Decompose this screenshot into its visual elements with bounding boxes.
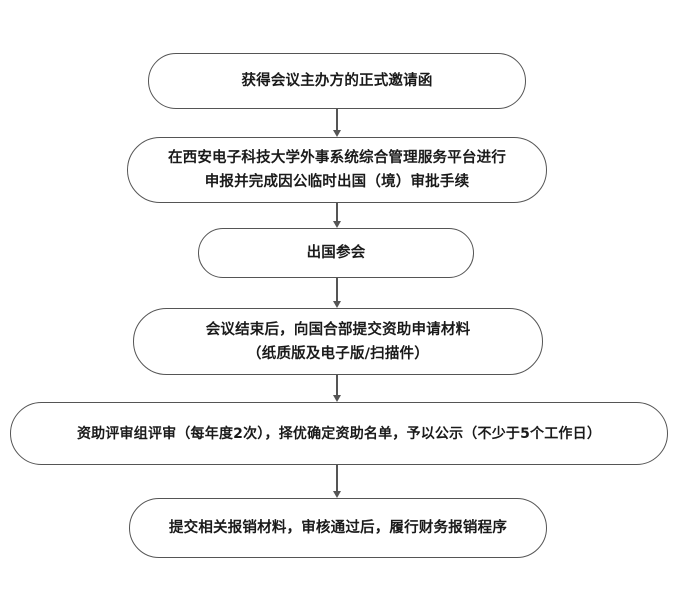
step-invitation-letter: 获得会议主办方的正式邀请函 <box>148 53 526 109</box>
step-submit-application: 会议结束后，向国合部提交资助申请材料 （纸质版及电子版/扫描件） <box>133 308 543 375</box>
connector-4-5 <box>336 375 338 397</box>
step-2-line-1: 在西安电子科技大学外事系统综合管理服务平台进行 <box>167 150 507 166</box>
step-review-and-publicity: 资助评审组评审（每年度2次），择优确定资助名单，予以公示（不少于5个工作日） <box>10 402 668 465</box>
connector-3-4 <box>336 278 338 303</box>
arrowhead-3-4 <box>332 301 341 308</box>
step-2-line-2: 申报并完成因公临时出国（境）审批手续 <box>204 174 470 190</box>
arrowhead-1-2 <box>332 130 341 137</box>
step-5-line-1: 资助评审组评审（每年度2次），择优确定资助名单，予以公示（不少于5个工作日） <box>76 425 602 442</box>
connector-5-6 <box>336 465 338 493</box>
step-reimbursement: 提交相关报销材料，审核通过后，履行财务报销程序 <box>129 498 547 558</box>
arrowhead-4-5 <box>332 395 341 402</box>
step-3-line-1: 出国参会 <box>306 245 366 261</box>
step-6-line-1: 提交相关报销材料，审核通过后，履行财务报销程序 <box>168 520 508 536</box>
step-1-line-1: 获得会议主办方的正式邀请函 <box>241 73 433 89</box>
connector-1-2 <box>336 109 338 132</box>
step-4-line-2: （纸质版及电子版/扫描件） <box>247 345 429 362</box>
arrowhead-5-6 <box>332 491 341 498</box>
step-4-line-1: 会议结束后，向国合部提交资助申请材料 <box>205 321 471 338</box>
step-approval-procedure: 在西安电子科技大学外事系统综合管理服务平台进行 申报并完成因公临时出国（境）审批… <box>127 137 547 203</box>
connector-2-3 <box>336 203 338 223</box>
arrowhead-2-3 <box>332 221 341 228</box>
step-attend-conference: 出国参会 <box>198 228 474 278</box>
